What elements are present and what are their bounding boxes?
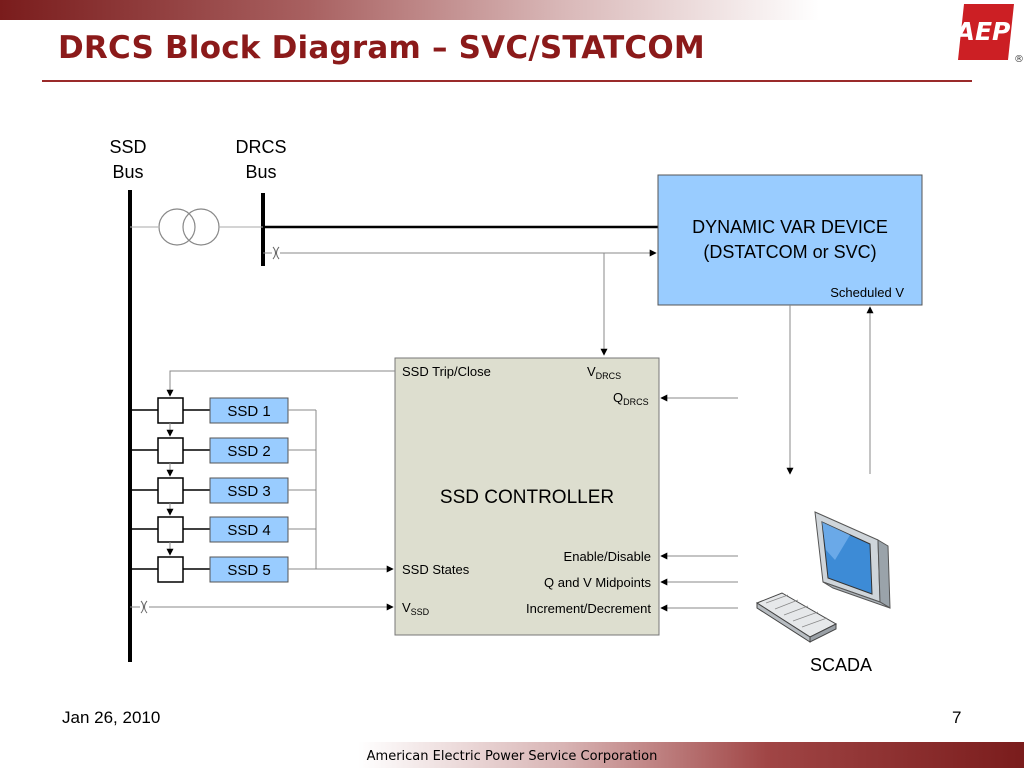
company-name: American Electric Power Service Corporat… xyxy=(366,749,658,764)
transformer-icon xyxy=(130,208,263,246)
increment-decrement-label: Increment/Decrement xyxy=(526,601,651,616)
ssd-1-label: SSD 1 xyxy=(227,403,270,420)
v-drcs-label: VDRCS xyxy=(587,364,621,381)
aep-logo: AEP ® xyxy=(954,4,1024,65)
q-drcs-label: QDRCS xyxy=(613,390,649,407)
drcs-bus-label-line2: Bus xyxy=(245,162,276,182)
ssd-5-label: SSD 5 xyxy=(227,562,270,579)
dynamic-var-device-line1: DYNAMIC VAR DEVICE xyxy=(692,217,888,237)
ssd-state-collector xyxy=(288,409,317,570)
ssd-trip-close-label: SSD Trip/Close xyxy=(402,364,491,379)
ssd-states-label: SSD States xyxy=(402,562,470,577)
ssd-2-label: SSD 2 xyxy=(227,443,270,460)
ssd-breaker-4-icon xyxy=(130,516,210,543)
scada-label: SCADA xyxy=(810,655,872,675)
scada-computer-icon xyxy=(755,511,891,643)
page-number: 7 xyxy=(952,708,962,727)
q-v-midpoints-label: Q and V Midpoints xyxy=(544,575,651,590)
drcs-pt-symbol-icon xyxy=(263,246,280,260)
ssd-5-box xyxy=(209,556,289,583)
ssd-breaker-1-icon xyxy=(130,397,210,424)
bottom-decorative-band xyxy=(0,742,1024,768)
enable-disable-label: Enable/Disable xyxy=(564,549,651,564)
registered-mark: ® xyxy=(1014,54,1024,65)
ssd-breaker-5-icon xyxy=(130,556,210,583)
top-decorative-band xyxy=(0,0,1024,20)
ssd-4-box xyxy=(209,516,289,543)
dynamic-var-device-box xyxy=(657,174,923,306)
ssd-2-box xyxy=(209,437,289,464)
ssd-pt-symbol-icon xyxy=(130,600,148,614)
dynamic-var-device-line2: (DSTATCOM or SVC) xyxy=(703,242,876,262)
drcs-bus-label-line1: DRCS xyxy=(235,137,286,157)
slide-date: Jan 26, 2010 xyxy=(62,708,161,727)
ssd-bus-label-line2: Bus xyxy=(112,162,143,182)
ssd-3-box xyxy=(209,477,289,504)
ssd-3-label: SSD 3 xyxy=(227,483,270,500)
ssd-breaker-3-icon xyxy=(130,477,210,504)
scheduled-v-label: Scheduled V xyxy=(830,285,904,300)
ssd-controller-box xyxy=(394,357,660,636)
trip-close-signal xyxy=(166,370,395,397)
ssd-bus-label-line1: SSD xyxy=(109,137,146,157)
aep-logo-text: AEP xyxy=(954,17,1011,46)
controller-title: SSD CONTROLLER xyxy=(440,487,614,508)
v-ssd-label: VSSD xyxy=(402,600,430,617)
ssd-4-label: SSD 4 xyxy=(227,522,270,539)
ssd-breaker-2-icon xyxy=(130,437,210,464)
slide-title: DRCS Block Diagram – SVC/STATCOM xyxy=(58,30,705,66)
title-divider xyxy=(42,80,972,82)
